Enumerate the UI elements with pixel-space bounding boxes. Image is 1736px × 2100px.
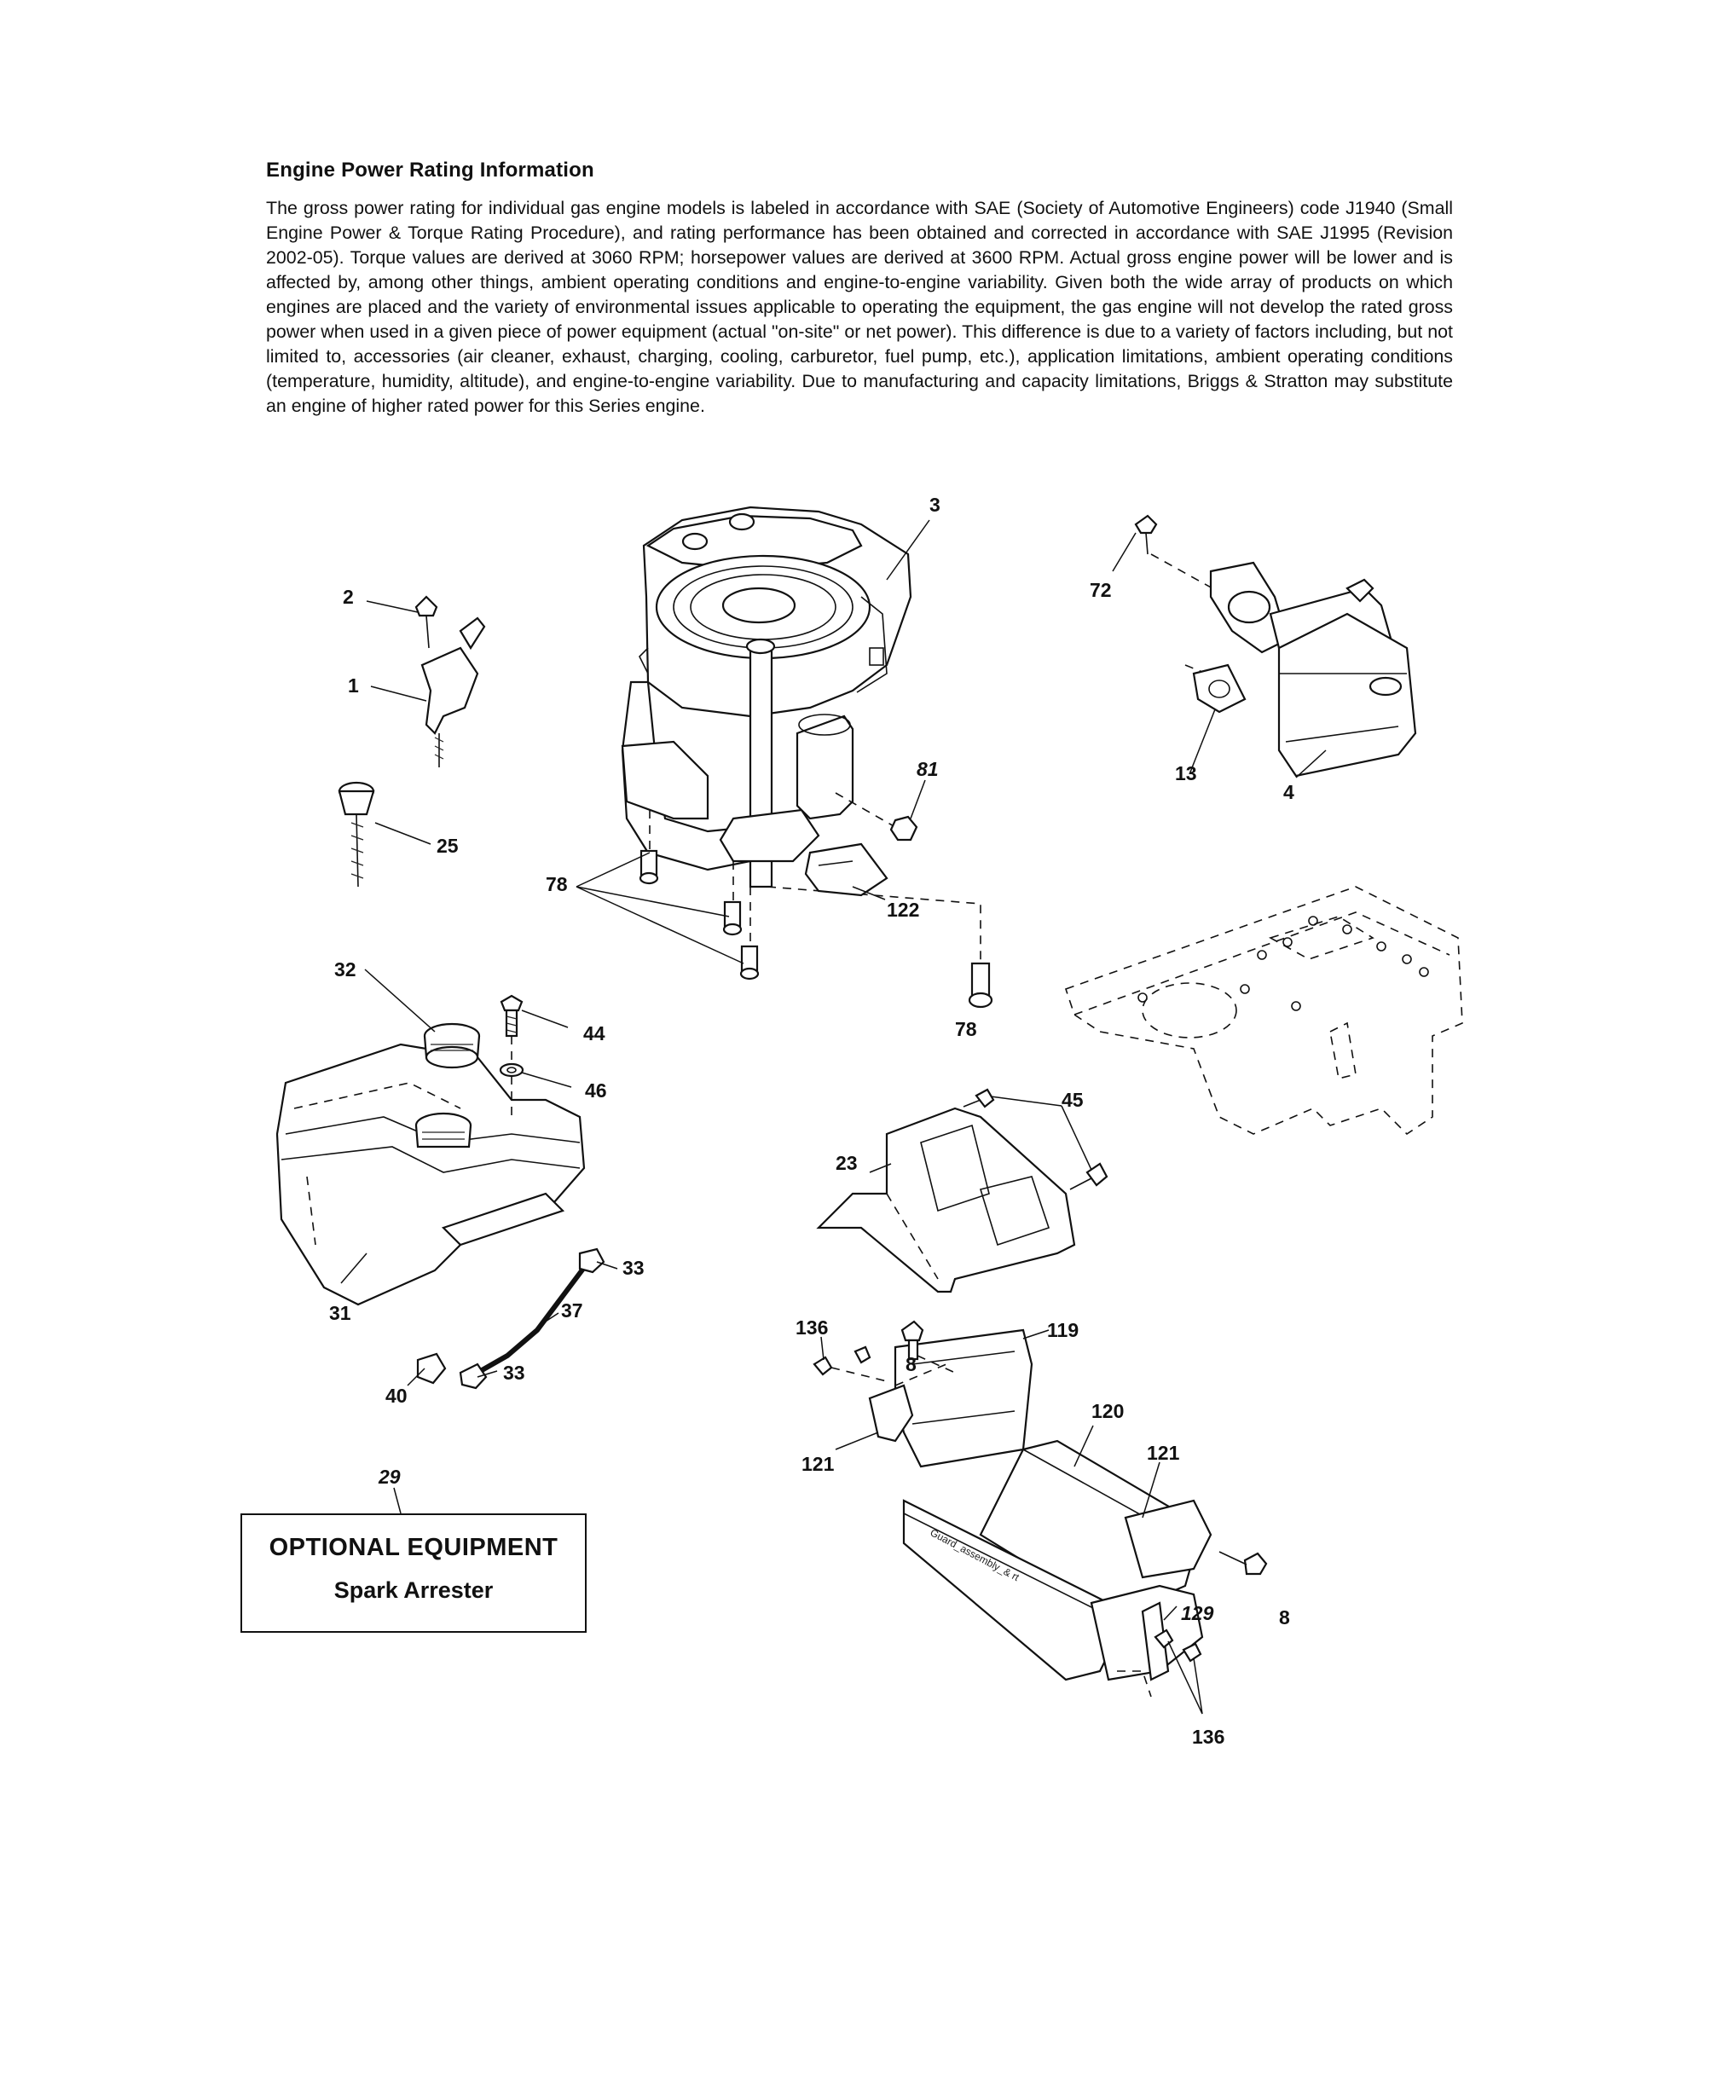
callout-8-lower: 8 xyxy=(1279,1606,1290,1629)
callout-129: 129 xyxy=(1181,1602,1214,1624)
tractor-frame xyxy=(1064,886,1463,1136)
callout-120: 120 xyxy=(1091,1400,1124,1422)
callout-44: 44 xyxy=(583,1022,605,1044)
throttle-bracket xyxy=(414,595,486,767)
optional-equipment-item: Spark Arrester xyxy=(333,1577,494,1603)
callout-13: 13 xyxy=(1175,762,1197,784)
section-title: Engine Power Rating Information xyxy=(266,159,594,182)
screw-45-upper xyxy=(963,1088,995,1108)
callout-119: 119 xyxy=(1047,1319,1079,1341)
fuel-cap xyxy=(423,1022,481,1069)
washer-46 xyxy=(499,1036,524,1117)
fuel-tank xyxy=(275,1043,586,1306)
leader-lines xyxy=(340,519,1327,1715)
fuel-line xyxy=(416,1247,605,1390)
callout-45: 45 xyxy=(1062,1089,1084,1111)
callout-40: 40 xyxy=(385,1385,408,1407)
guard-assembly xyxy=(868,1328,1212,1698)
screw-44 xyxy=(500,994,524,1038)
engine-assembly xyxy=(621,506,912,888)
heat-shield-122 xyxy=(804,842,888,897)
callout-121-left: 121 xyxy=(801,1453,835,1475)
header-section: Engine Power Rating Information The gros… xyxy=(266,159,1453,419)
callout-136-lower: 136 xyxy=(1192,1726,1224,1748)
callout-33-upper: 33 xyxy=(622,1257,645,1279)
callout-1: 1 xyxy=(348,674,359,697)
bolt-set-78 xyxy=(639,810,993,1009)
callout-78-left: 78 xyxy=(546,873,568,895)
screw-136-upper xyxy=(813,1345,888,1382)
screw-136-lower xyxy=(1154,1629,1202,1663)
muffler-assembly xyxy=(1134,514,1417,778)
optional-equipment-title: OPTIONAL EQUIPMENT xyxy=(269,1534,558,1561)
callout-121-right: 121 xyxy=(1147,1442,1180,1464)
shield-23 xyxy=(816,1107,1076,1293)
nut-81 xyxy=(835,792,918,842)
callout-2: 2 xyxy=(343,586,354,608)
callout-122: 122 xyxy=(887,899,919,921)
optional-equipment-box: OPTIONAL EQUIPMENT Spark Arrester xyxy=(240,1513,587,1633)
callout-3: 3 xyxy=(929,494,940,516)
callout-37: 37 xyxy=(561,1299,583,1322)
callout-25: 25 xyxy=(437,835,459,857)
callout-31: 31 xyxy=(329,1302,351,1324)
callout-29: 29 xyxy=(378,1466,401,1488)
callout-78-right: 78 xyxy=(955,1018,977,1040)
callout-136-upper: 136 xyxy=(796,1316,828,1339)
choke-knob xyxy=(338,781,375,888)
callout-4: 4 xyxy=(1283,781,1294,803)
callout-labels: 3 2 1 25 72 13 4 81 122 78 78 32 44 46 3… xyxy=(329,494,1294,1748)
rating-paragraph: The gross power rating for individual ga… xyxy=(266,198,1453,416)
screw-45-lower xyxy=(1069,1162,1108,1190)
callout-23: 23 xyxy=(836,1152,858,1174)
bolt-8-lower xyxy=(1218,1551,1268,1576)
callout-33-lower: 33 xyxy=(503,1362,525,1384)
callout-8-upper: 8 xyxy=(906,1353,917,1375)
callout-46: 46 xyxy=(585,1079,607,1102)
callout-81: 81 xyxy=(917,758,939,780)
bolt-8-upper xyxy=(900,1320,956,1374)
callout-72: 72 xyxy=(1090,579,1112,601)
callout-32: 32 xyxy=(334,958,356,981)
